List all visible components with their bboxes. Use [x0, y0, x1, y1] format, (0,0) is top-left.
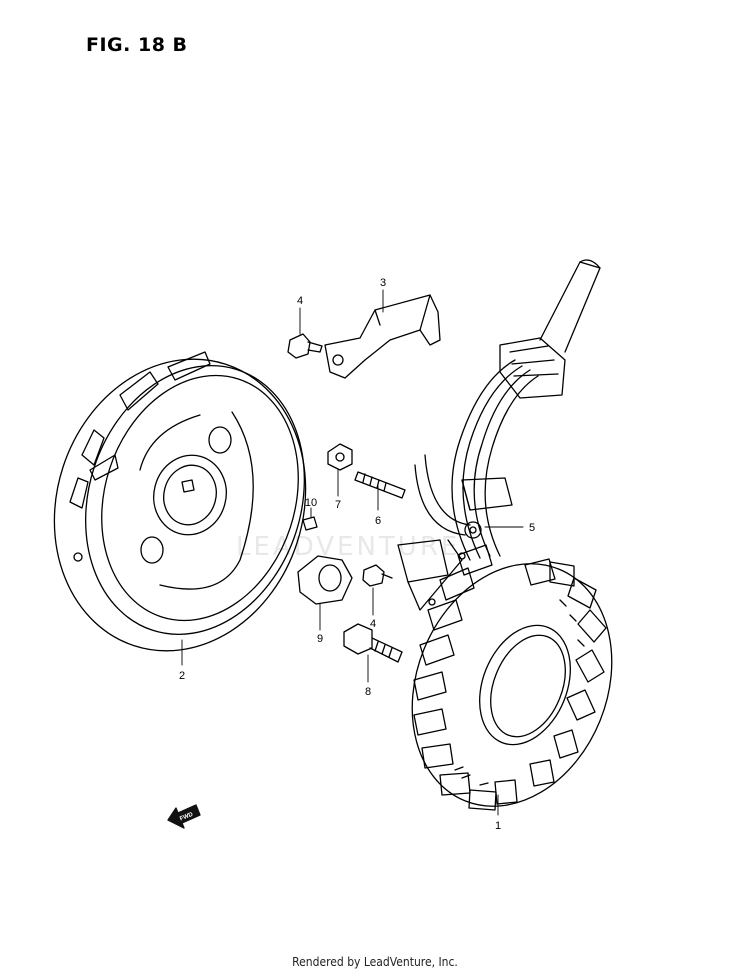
- fwd-arrow-icon: FWD: [167, 804, 201, 829]
- footer-credit: Rendered by LeadVenture, Inc.: [292, 955, 458, 969]
- callout-numbers: 1 2 3 4 4 5 6 7 8 9 10: [179, 277, 535, 832]
- leader-lines: [181, 289, 524, 816]
- bolt-upper[interactable]: [287, 333, 323, 359]
- callout-2: 2: [179, 670, 185, 682]
- callout-8: 8: [365, 686, 371, 698]
- stator-coil[interactable]: [377, 534, 647, 837]
- callout-10: 10: [305, 497, 317, 509]
- callout-7: 7: [335, 499, 341, 511]
- flywheel-rotor[interactable]: [17, 326, 342, 684]
- nut[interactable]: [327, 443, 353, 471]
- pickup-coil[interactable]: [397, 477, 513, 611]
- rotor-nut[interactable]: [297, 555, 353, 605]
- callout-4-lower: 4: [370, 618, 376, 630]
- callout-9: 9: [317, 633, 323, 645]
- wire-clamp[interactable]: [324, 294, 441, 379]
- callout-4-upper: 4: [297, 295, 303, 307]
- callout-6: 6: [375, 515, 381, 527]
- wire-harness: [414, 259, 601, 561]
- rotor-bolt[interactable]: [343, 623, 403, 663]
- callout-1: 1: [495, 820, 501, 832]
- bolt-lower[interactable]: [362, 564, 393, 587]
- figure-title: FIG. 18 B: [86, 34, 188, 56]
- stud-bolt[interactable]: [354, 471, 406, 499]
- woodruff-key[interactable]: [302, 516, 318, 531]
- callout-3: 3: [380, 277, 386, 289]
- callout-5: 5: [529, 522, 535, 534]
- fwd-label: FWD: [179, 811, 195, 822]
